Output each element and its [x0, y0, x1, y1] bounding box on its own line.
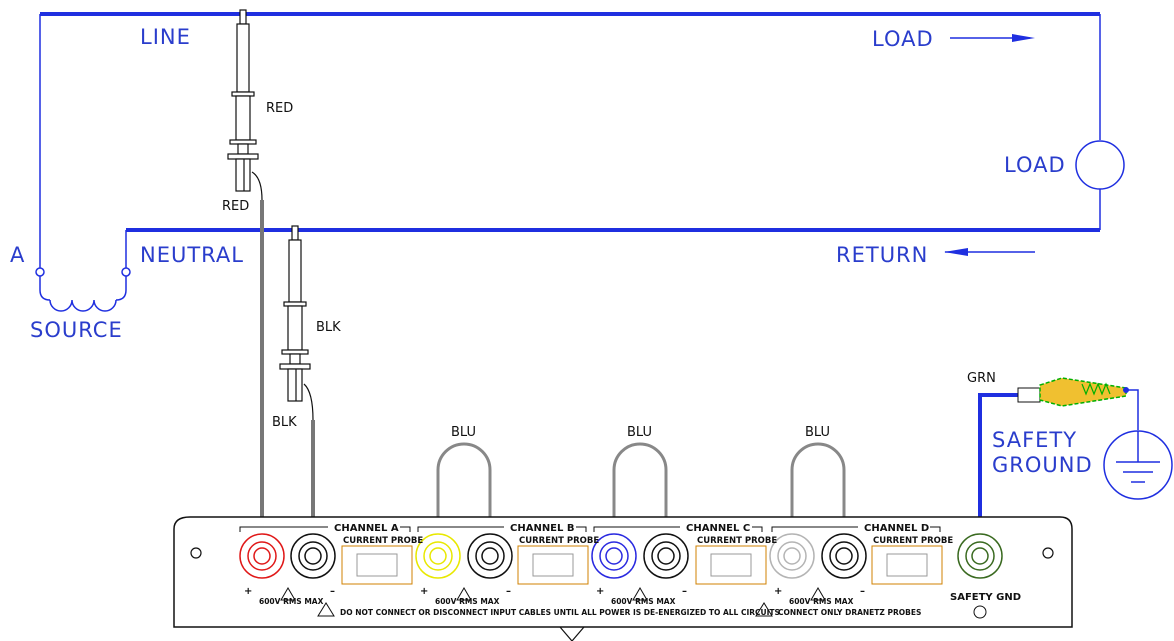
warning-icon [317, 602, 335, 617]
ground-label: GROUND [992, 453, 1093, 477]
return-arrow-icon [944, 248, 968, 256]
jumper-b-label: BLU [451, 425, 476, 440]
source-terminal-n [121, 267, 131, 277]
safety-label: SAFETY [992, 428, 1077, 452]
channel-c-rating: 600V RMS MAX [611, 597, 676, 606]
channel-d-plus-sign: + [774, 586, 782, 597]
warning-icon [810, 587, 826, 601]
safety-gnd-jack[interactable] [957, 533, 1003, 579]
source-coil-icon [49, 299, 117, 312]
jumper-d [790, 442, 846, 572]
warning-icon [280, 587, 296, 601]
channel-a-rating: 600V RMS MAX [259, 597, 324, 606]
source-a-label: A [10, 243, 25, 267]
channel-c-minus-jack[interactable] [643, 533, 689, 579]
channel-b-rating: 600V RMS MAX [435, 597, 500, 606]
mount-hole-right [1042, 547, 1054, 559]
current-probe-connectors [341, 545, 943, 585]
load-circle-label: LOAD [1004, 153, 1066, 177]
blk-lower-label: BLK [272, 415, 297, 430]
channel-c-current-probe-port[interactable] [695, 545, 767, 585]
channel-d-current-probe-port[interactable] [871, 545, 943, 585]
red-probe [227, 9, 263, 201]
blk-upper-label: BLK [316, 320, 341, 335]
safety-ground-wire [978, 393, 1018, 572]
source-terminal-a [35, 267, 45, 277]
grn-label: GRN [967, 371, 996, 386]
channel-b-current-probe-label: CURRENT PROBE [519, 536, 599, 546]
channel-d-minus-sign: – [860, 586, 865, 597]
jumper-d-label: BLU [805, 425, 830, 440]
ground-symbol-icon [973, 605, 987, 619]
channel-c-current-probe-label: CURRENT PROBE [697, 536, 777, 546]
channel-c-minus-sign: – [682, 586, 687, 597]
channel-b-current-probe-port[interactable] [517, 545, 589, 585]
red-upper-label: RED [266, 101, 293, 116]
channel-d-plus-jack[interactable] [769, 533, 815, 579]
channel-a-label: CHANNEL A [334, 523, 399, 534]
jumper-c-label: BLU [627, 425, 652, 440]
blk-probe [279, 225, 314, 421]
neutral-label: NEUTRAL [140, 243, 244, 267]
channel-a-minus-sign: – [330, 586, 335, 597]
source-label: SOURCE [30, 318, 123, 342]
mount-hole-left [190, 547, 202, 559]
channel-a-plus-jack[interactable] [239, 533, 285, 579]
channel-a-current-probe-label: CURRENT PROBE [343, 536, 423, 546]
warning-icon [632, 587, 648, 601]
safety-gnd-label: SAFETY GND [950, 592, 1021, 603]
channel-a-plus-sign: + [244, 586, 252, 597]
jumper-cables [436, 442, 846, 572]
grn-alligator-clip [1017, 377, 1129, 407]
channel-c-plus-jack[interactable] [591, 533, 637, 579]
warning-icon [456, 587, 472, 601]
channel-c-plus-sign: + [596, 586, 604, 597]
instrument-panel [173, 516, 1073, 641]
channel-c-label: CHANNEL C [686, 523, 750, 534]
jumper-b [436, 442, 492, 572]
line-label: LINE [140, 25, 191, 49]
channel-d-label: CHANNEL D [864, 523, 929, 534]
power-warning-text: DO NOT CONNECT OR DISCONNECT INPUT CABLE… [340, 608, 780, 617]
jumper-c [612, 442, 668, 572]
dranetz-probes-text: CONNECT ONLY DRANETZ PROBES [778, 608, 921, 617]
channel-a-minus-jack[interactable] [290, 533, 336, 579]
channel-b-minus-jack[interactable] [467, 533, 513, 579]
channel-b-plus-sign: + [420, 586, 428, 597]
channel-b-label: CHANNEL B [510, 523, 575, 534]
channel-d-rating: 600V RMS MAX [789, 597, 854, 606]
channel-b-minus-sign: – [506, 586, 511, 597]
channel-a-current-probe-port[interactable] [341, 545, 413, 585]
load-arrow-icon [1012, 34, 1035, 42]
warning-icon [755, 602, 773, 617]
channel-d-minus-jack[interactable] [821, 533, 867, 579]
channel-d-current-probe-label: CURRENT PROBE [873, 536, 953, 546]
circuit-wiring [35, 12, 1173, 572]
return-label: RETURN [836, 243, 928, 267]
red-lower-label: RED [222, 199, 249, 214]
channel-b-plus-jack[interactable] [415, 533, 461, 579]
load-circle-icon [1075, 140, 1125, 190]
load-label: LOAD [872, 27, 934, 51]
